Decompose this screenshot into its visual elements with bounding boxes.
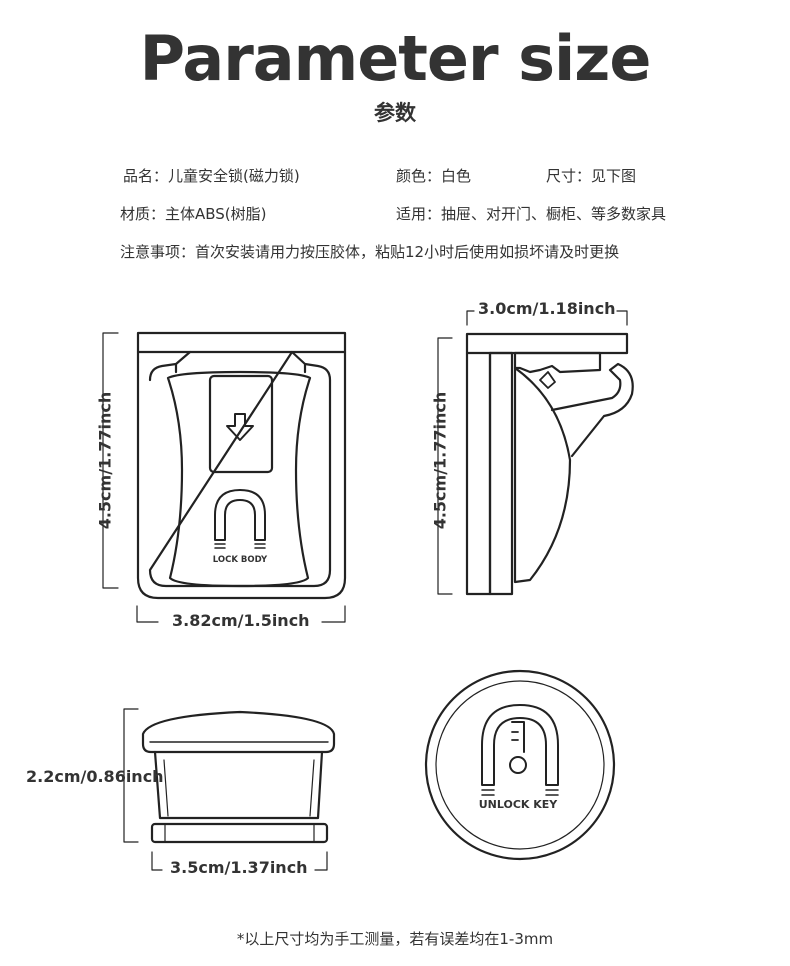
- unlock-key-label: UNLOCK KEY: [479, 798, 559, 811]
- page-subtitle: 参数: [374, 101, 416, 125]
- front-view-diagram: [102, 331, 347, 623]
- base-height-label: 2.2cm/0.86inch: [26, 767, 164, 786]
- side-view-diagram: [437, 310, 634, 596]
- base-view-diagram: [123, 708, 336, 871]
- side-top-width-label: 3.0cm/1.18inch: [478, 299, 616, 318]
- spec-product-name: 品名：儿童安全锁(磁力锁): [123, 167, 300, 185]
- side-height-label: 4.5cm/1.77inch: [430, 391, 450, 530]
- spec-notice: 注意事项：首次安装请用力按压胶体，粘贴12小时后使用如损坏请及时更换: [120, 243, 620, 261]
- spec-material: 材质：主体ABS(树脂): [120, 205, 267, 223]
- spec-size: 尺寸：见下图: [546, 167, 637, 185]
- key-view-diagram: [424, 669, 616, 861]
- front-height-label: 4.5cm/1.77inch: [95, 391, 115, 530]
- spec-usage: 适用：抽屉、对开门、橱柜、等多数家具: [396, 205, 667, 223]
- base-width-label: 3.5cm/1.37inch: [170, 858, 308, 877]
- key-icon: [481, 704, 559, 796]
- lock-body-label: LOCK BODY: [213, 555, 268, 565]
- magnet-icon: [214, 489, 266, 549]
- front-width-label: 3.82cm/1.5inch: [172, 611, 310, 630]
- down-arrow-icon: [226, 413, 254, 441]
- footnote: *以上尺寸均为手工测量，若有误差均在1-3mm: [236, 930, 554, 948]
- page-title: Parameter size: [139, 22, 652, 95]
- spec-color: 颜色：白色: [396, 167, 472, 185]
